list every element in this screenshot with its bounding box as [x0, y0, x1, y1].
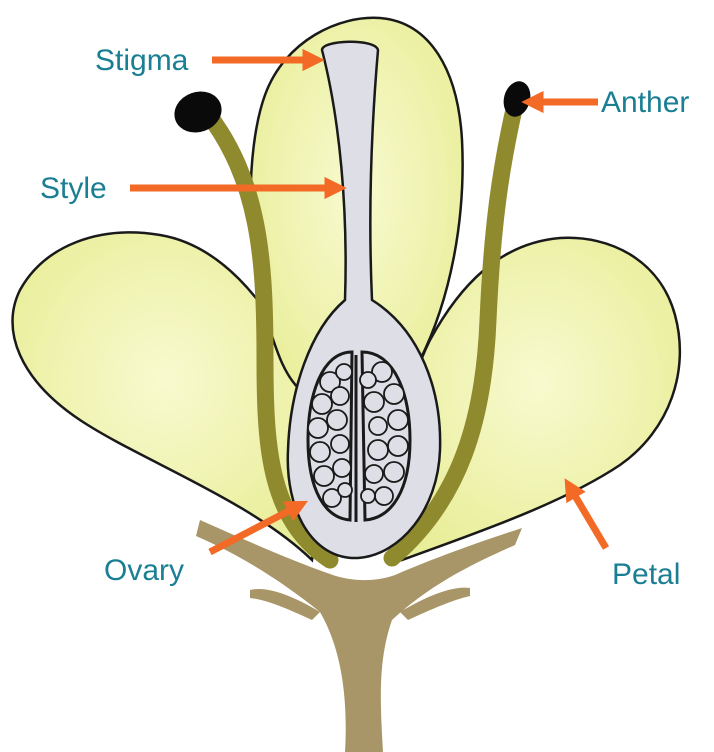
- label-anther: Anther: [601, 86, 689, 119]
- label-petal: Petal: [612, 558, 680, 591]
- label-stigma: Stigma: [95, 44, 189, 77]
- label-ovary: Ovary: [104, 554, 184, 587]
- label-style: Style: [40, 172, 107, 205]
- petal-arrow-icon: [568, 484, 606, 548]
